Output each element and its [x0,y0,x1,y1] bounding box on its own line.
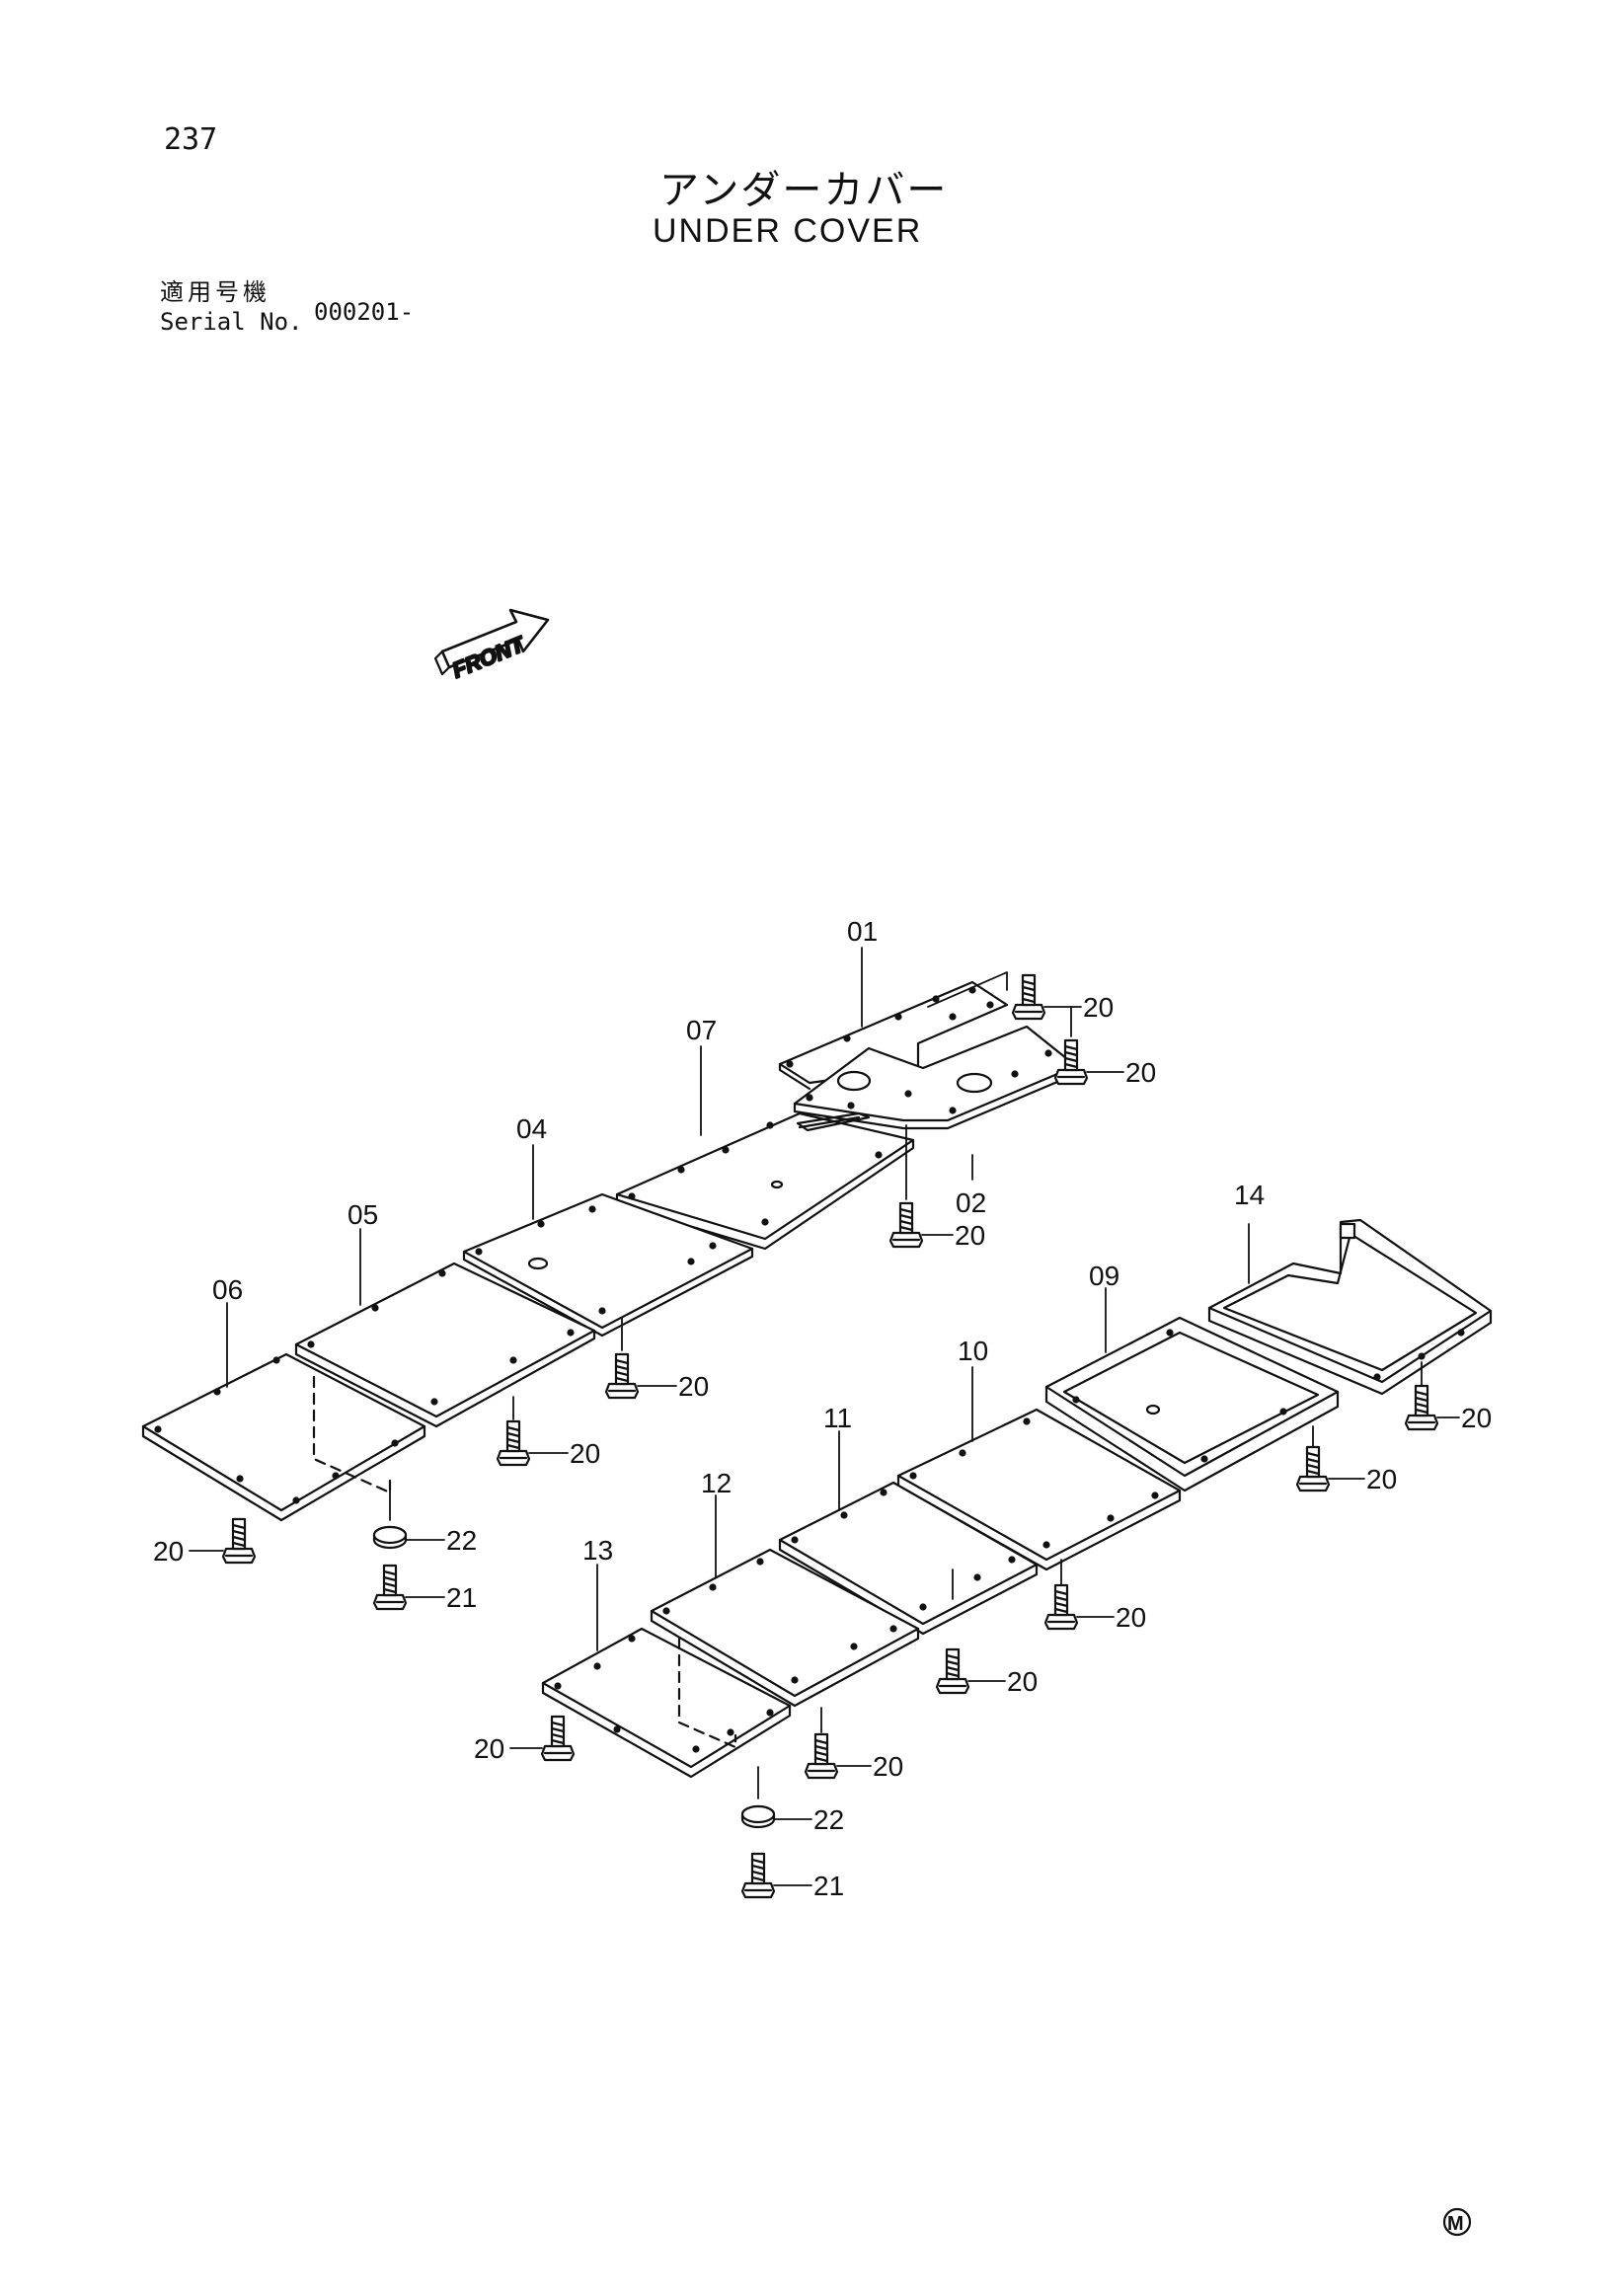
bolt-20-a [1011,973,1082,1021]
callout-20: 20 [873,1751,903,1782]
callout-12: 12 [701,1468,732,1498]
title-english: UNDER COVER [653,212,923,250]
bolt-20-f [189,1517,257,1565]
callout-09: 09 [1089,1261,1119,1291]
cover-plate-10 [896,1408,1182,1571]
callout-01: 01 [847,916,878,947]
callout-05: 05 [347,1199,378,1230]
front-arrow: FRONT [433,608,550,684]
callout-20: 20 [1083,992,1114,1023]
bolt-20-l [509,1715,576,1762]
callout-20: 20 [678,1371,709,1402]
callout-20: 20 [570,1438,600,1469]
footer-mark-letter: M [1447,2213,1464,2235]
callout-21: 21 [813,1871,844,1901]
callout-04: 04 [516,1113,547,1144]
bolt-21-a [372,1564,445,1611]
callout-22: 22 [813,1804,844,1835]
callout-20: 20 [1007,1666,1038,1697]
frame-14 [1207,1218,1493,1396]
bolt-20-i [1043,1583,1115,1631]
page-number: 237 [164,122,218,157]
leader-lines [226,947,1423,1799]
callout-14: 14 [1234,1180,1265,1210]
cover-plate-01 [778,980,1009,1091]
callout-11: 11 [823,1403,852,1433]
washer-22-a [372,1525,445,1550]
callout-20: 20 [1116,1602,1146,1633]
callout-20: 20 [1125,1057,1156,1088]
bolt-20-b [1053,1038,1124,1086]
frame-09 [1044,1316,1340,1492]
bolt-20-c [888,1201,954,1249]
serial-label-japanese: 適用号機 [160,278,270,306]
cover-plate-13 [541,1627,792,1779]
serial-number-value: 000201- [314,298,415,326]
washer-22-b [740,1804,812,1829]
bolt-20-d [604,1352,677,1400]
cover-plate-12 [650,1548,920,1708]
cover-plate-05 [294,1262,596,1428]
bolt-20-k [804,1732,872,1780]
bolt-20-j [935,1647,1006,1695]
callout-20: 20 [153,1536,184,1567]
title-japanese: アンダーカバー [659,168,949,213]
callout-21: 21 [446,1582,477,1613]
bolt-20-e [496,1419,569,1467]
callout-10: 10 [958,1336,988,1366]
footer-mark: M [1442,2207,1472,2237]
cover-plate-06 [141,1352,426,1522]
callout-20: 20 [1366,1464,1397,1494]
cover-plate-04 [462,1192,754,1338]
callout-02: 02 [956,1187,986,1218]
callout-22: 22 [446,1525,477,1556]
callout-06: 06 [212,1274,243,1305]
callout-07: 07 [686,1015,717,1045]
callout-20: 20 [1461,1403,1492,1433]
bolt-20-h [1295,1445,1365,1492]
bolt-20-g [1404,1384,1460,1431]
cover-plate-11 [778,1481,1039,1636]
bolt-21-b [740,1852,812,1899]
callout-20: 20 [955,1220,985,1251]
callout-20: 20 [474,1733,504,1764]
serial-label-english: Serial No. [160,308,303,336]
callout-13: 13 [582,1535,613,1566]
